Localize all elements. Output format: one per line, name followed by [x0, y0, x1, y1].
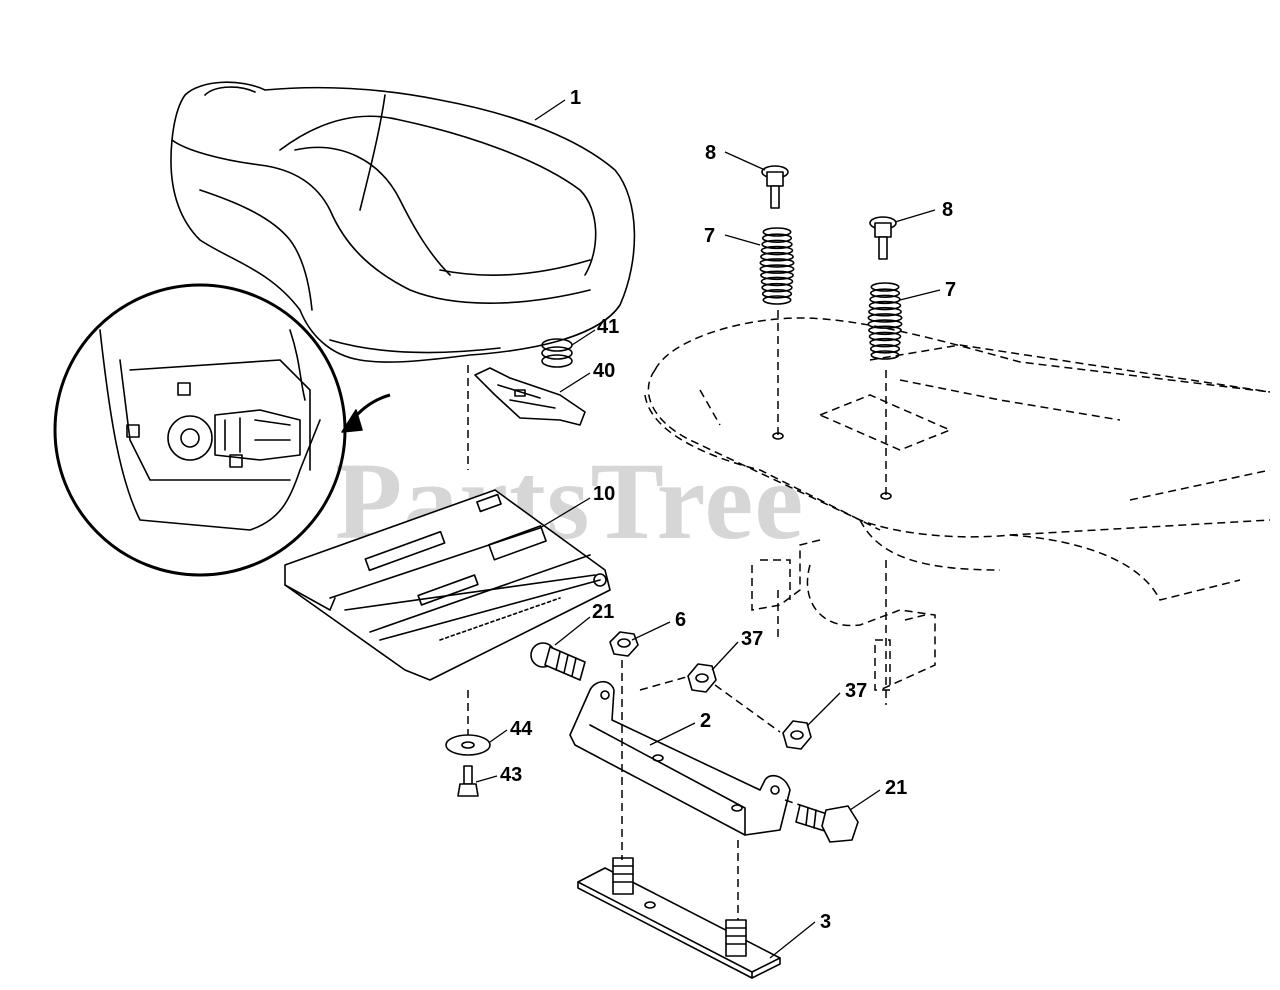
seat-pan — [284, 489, 611, 681]
spring-coil — [760, 251, 794, 262]
callout-labels: 1 8 8 7 7 41 40 10 21 6 37 37 2 44 43 21… — [500, 87, 956, 933]
washer — [445, 734, 491, 756]
callout-21a: 21 — [592, 601, 614, 623]
spring-coil — [868, 306, 902, 317]
lock-nut-lower — [782, 720, 812, 750]
callout-37b: 37 — [845, 680, 867, 702]
nut-top — [609, 631, 639, 657]
shoulder-bolt-right — [869, 216, 897, 260]
callout-8a: 8 — [705, 142, 716, 164]
shoulder-bolt-left — [761, 165, 789, 209]
callout-3: 3 — [820, 911, 831, 933]
carriage-bolt-left — [530, 642, 586, 681]
callout-41: 41 — [597, 316, 619, 338]
spring-coil — [870, 282, 900, 292]
callout-43: 43 — [500, 764, 522, 786]
callout-44: 44 — [510, 718, 533, 740]
seat-bolt — [457, 765, 479, 797]
assembly-axis-lines — [467, 310, 892, 920]
callout-6: 6 — [675, 609, 686, 631]
callout-1: 1 — [570, 87, 581, 109]
spring-coil — [761, 239, 793, 250]
callout-7b: 7 — [945, 279, 956, 301]
spring-coil — [760, 245, 794, 256]
spring-coil — [868, 331, 902, 342]
spring-coil — [761, 289, 793, 299]
spring-coil — [761, 233, 793, 243]
callout-2: 2 — [700, 710, 711, 732]
spring-coil — [759, 258, 795, 268]
spring-coil — [762, 227, 792, 237]
spring-coil — [759, 264, 795, 274]
spring-coil — [868, 325, 902, 336]
spring-coil — [869, 337, 901, 348]
callout-40: 40 — [593, 360, 615, 382]
spring-coil — [760, 270, 794, 281]
detail-circle — [53, 283, 391, 577]
seat-switch-bracket — [474, 367, 586, 426]
spring-coil — [867, 313, 903, 323]
spring-coil — [867, 319, 903, 329]
spring-left — [759, 227, 795, 305]
spring-coil — [869, 288, 901, 298]
base-plate — [577, 857, 781, 979]
spring-coil — [761, 282, 793, 293]
spring-coil — [760, 276, 794, 287]
callout-21b: 21 — [885, 777, 907, 799]
seat — [170, 81, 636, 363]
leader-lines — [475, 99, 941, 959]
callout-10: 10 — [593, 483, 615, 505]
spring-coil — [868, 300, 902, 311]
callout-37a: 37 — [741, 628, 763, 650]
carriage-bolt-right — [795, 804, 859, 843]
spring-coil — [762, 295, 792, 305]
lock-nut-upper — [687, 663, 717, 693]
seat-bracket — [569, 680, 791, 836]
spring-coil — [870, 350, 900, 360]
spring-right — [867, 282, 903, 360]
callout-7a: 7 — [704, 225, 715, 247]
spring-coil — [869, 344, 901, 354]
mower-frame-outline — [644, 317, 1271, 691]
callout-8b: 8 — [942, 199, 953, 221]
